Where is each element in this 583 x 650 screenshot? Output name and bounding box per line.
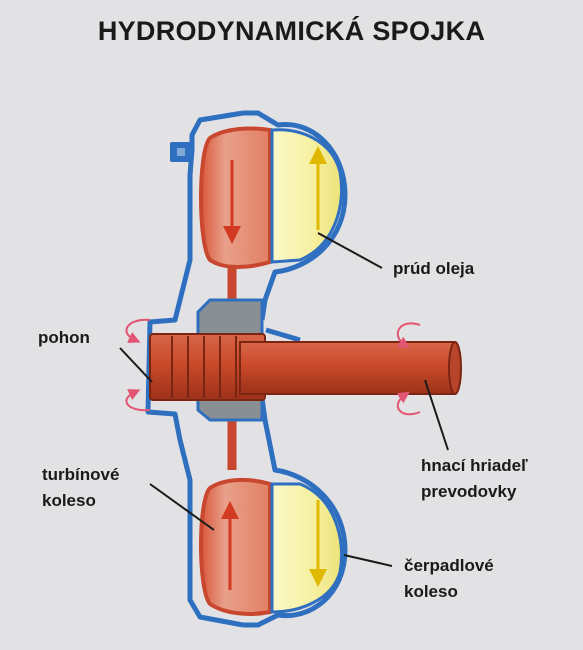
label-turbine-wheel: turbínové koleso [42, 465, 120, 510]
leader-lines [119, 232, 449, 567]
page-title: HYDRODYNAMICKÁ SPOJKA [97, 16, 486, 46]
flange-bolt [170, 142, 192, 162]
drive-rotation-arrow [125, 318, 151, 412]
label-pump-wheel: čerpadlové koleso [404, 556, 494, 601]
label-oil-flow: prúd oleja [393, 259, 475, 278]
label-drive: pohon [38, 328, 90, 347]
housing [145, 110, 348, 628]
pump-wheel [270, 128, 344, 614]
output-shaft [149, 333, 462, 401]
label-output-shaft: hnací hriadeľ prevodovky [421, 456, 528, 501]
turbine-wheel [199, 126, 272, 616]
shaft-rotation-arrow [396, 322, 421, 416]
